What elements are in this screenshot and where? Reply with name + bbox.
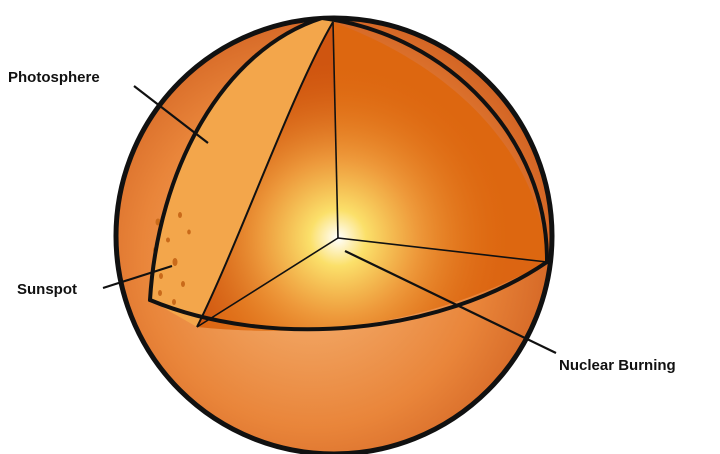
sunspot-dot [181,281,185,287]
sunspot-label: Sunspot [17,281,77,298]
sunspot-dot [158,290,162,296]
sunspot-dot [172,299,176,305]
sunspot-dot [178,212,182,218]
sunspot-dot [159,273,163,279]
sunspot-dot [166,238,170,243]
nuclear-burning-label: Nuclear Burning [559,357,676,374]
sunspot-dot [173,258,178,266]
photosphere-label: Photosphere [8,69,100,86]
sunspot-dot [187,230,191,235]
